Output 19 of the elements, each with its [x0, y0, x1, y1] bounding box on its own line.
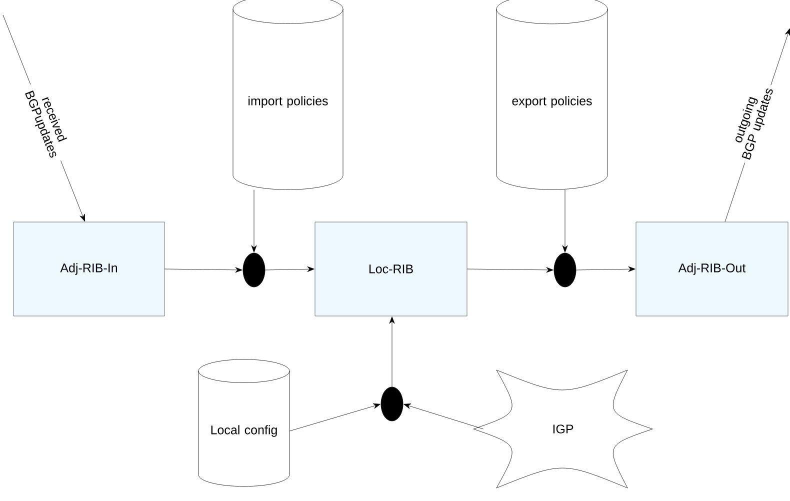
- cloud-star: IGP: [473, 370, 653, 488]
- database-cylinder: export policies: [496, 0, 608, 190]
- junction-dot: [554, 252, 576, 288]
- junction-dot: [242, 252, 266, 288]
- arrow: [265, 266, 314, 272]
- arrow: [404, 404, 484, 430]
- arrow: [290, 403, 380, 432]
- rib-box: Adj-RIB-In: [13, 222, 165, 316]
- junction-dot: [380, 386, 404, 422]
- rib-box: Adj-RIB-Out: [636, 222, 788, 316]
- arrow: [562, 190, 568, 252]
- arrow: [389, 316, 395, 387]
- arrow: [164, 267, 242, 273]
- database-cylinder: Local config: [198, 359, 290, 487]
- database-cylinder: import policies: [232, 0, 344, 190]
- arrow: [251, 190, 257, 252]
- arrow: [576, 266, 636, 272]
- rib-box: Loc-RIB: [314, 222, 468, 316]
- arrow: [467, 267, 554, 273]
